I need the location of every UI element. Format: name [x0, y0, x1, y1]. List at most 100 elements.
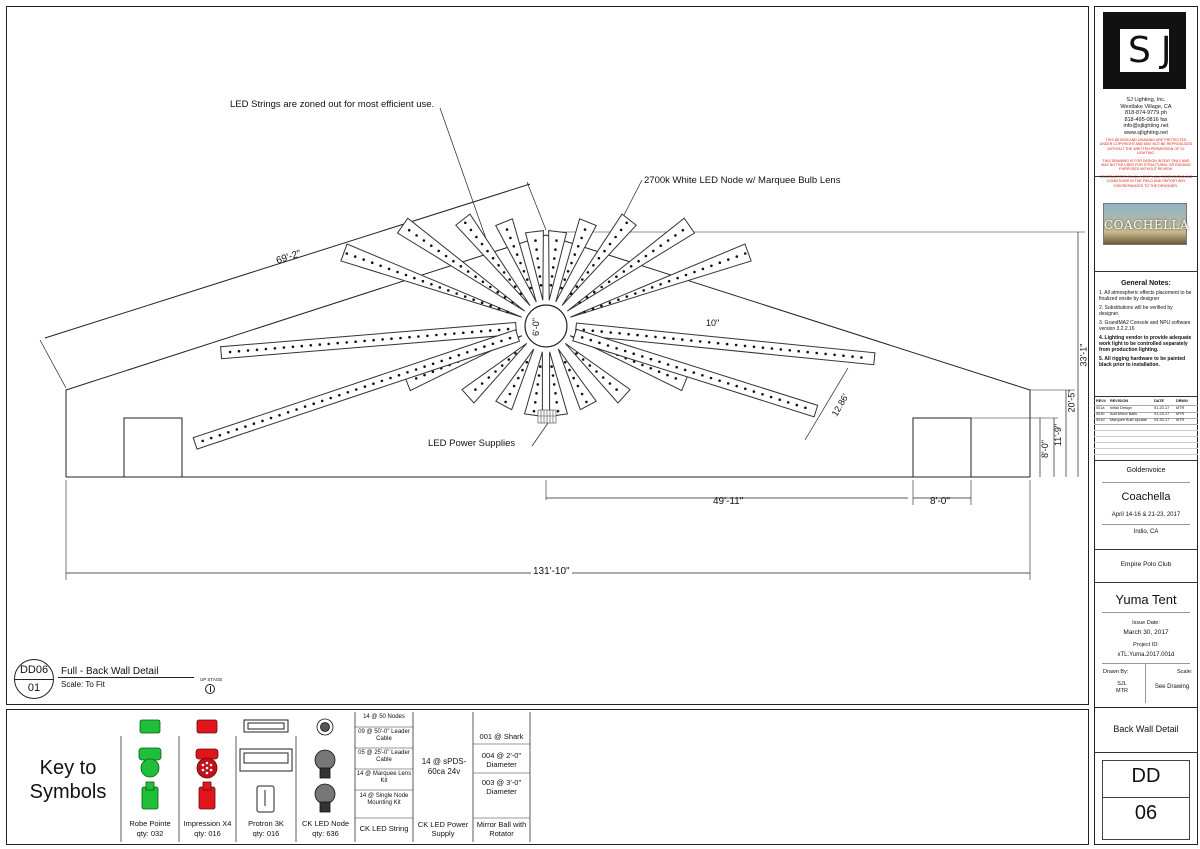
revision-cell: Marquee Bulb Update — [1110, 418, 1147, 422]
revision-cell: 001a — [1096, 406, 1105, 410]
protron-3k-icon — [239, 719, 293, 813]
fixture-qty: qty: 016 — [252, 829, 280, 838]
mirror-ball-label: Mirror Ball with Rotator — [476, 820, 527, 838]
company-line: info@sjlighting.net — [1123, 123, 1169, 129]
producer: Goldenvoice — [1126, 467, 1166, 474]
led-starburst — [192, 213, 876, 450]
event-location: Indio, CA — [1133, 529, 1159, 535]
fixture-name: CK LED Node — [301, 819, 350, 828]
led-string-item: 05 @ 25'-0" Leader Cable — [358, 750, 410, 763]
company-line: 818-495-0816 fax — [1124, 116, 1168, 123]
company-line: www.sjlighting.net — [1124, 129, 1168, 136]
sheet-title: Back Wall Detail — [1113, 724, 1179, 734]
revision-header: REVISION — [1110, 399, 1129, 403]
led-string-item: 09 @ 50'-0" Leader Cable — [358, 729, 410, 742]
title-block-frame — [1094, 6, 1198, 845]
revision-cell: Add Mirror Balls — [1110, 412, 1138, 416]
led-string-item: 14 @ Marquee Lens Kit — [356, 771, 412, 784]
key-frame — [6, 709, 1089, 845]
company-line: SJ Lighting, Inc. — [1126, 97, 1166, 103]
dim-span: 49'-11" — [713, 496, 744, 507]
mirror-ball-item: 004 @ 2'-0" Diameter — [481, 751, 522, 769]
fixture-qty: qty: 016 — [194, 829, 221, 838]
event-name: Coachella — [1121, 491, 1171, 503]
power-supplies — [537, 409, 557, 424]
led-string-item: 14 @ Single Node Mounting Kit — [359, 793, 409, 806]
disclaimer-text: THIS DESIGN AND DRAWING ARE PROTECTED UN… — [1099, 138, 1193, 156]
key-title-1: Key to — [39, 757, 97, 779]
venue: Empire Polo Club — [1120, 561, 1172, 568]
revision-cell: MTR — [1176, 412, 1185, 416]
revision-cell: 01-24-17 — [1154, 412, 1170, 416]
impression-x4-icon — [195, 719, 219, 810]
fixture-name: Robe Pointe — [129, 819, 171, 828]
notes-title: General Notes: — [1121, 280, 1171, 287]
dim-overall: 131'-10" — [531, 566, 572, 577]
issue-label: Issue Date: — [1132, 620, 1160, 626]
revision-header: REV# — [1096, 399, 1106, 403]
revision-cell: Initial Design — [1110, 406, 1132, 410]
general-note: 1. All atmospheric effects placement to … — [1099, 290, 1192, 302]
project-id: xTL.Yuma.2017.001d — [1117, 652, 1175, 658]
drawn-label: Drawn By: — [1103, 669, 1129, 675]
revision-cell: 03-30-17 — [1154, 418, 1170, 422]
issue-date: March 30, 2017 — [1123, 629, 1169, 636]
power-supply-item: 14 @ sPDS-60ca 24v — [421, 757, 467, 776]
general-note: 2. Substitutions will be verified by des… — [1099, 305, 1173, 317]
project-label: Project ID: — [1133, 642, 1159, 648]
mirror-ball-item: 001 @ Shark — [479, 732, 524, 741]
led-string-item: 14 @ 50 Nodes — [363, 714, 405, 720]
ck-led-power-label: CK LED Power Supply — [417, 820, 469, 838]
sj-logo: SJ — [1103, 12, 1186, 89]
event-dates: April 14-16 & 21-23, 2017 — [1111, 512, 1181, 518]
revision-cell: 01-20-17 — [1154, 406, 1170, 410]
ck-led-node-icon — [314, 718, 336, 813]
revision-cell: MTR — [1176, 406, 1185, 410]
general-note: 3. GrandMA2 Console and NPU software ver… — [1099, 320, 1191, 332]
detail-title: Full - Back Wall Detail — [61, 666, 159, 677]
fixture-qty: qty: 636 — [312, 829, 339, 838]
general-note: 4. Lighting vendor to provide adequate w… — [1099, 335, 1192, 353]
ck-led-string-label: CK LED String — [359, 824, 409, 833]
revision-header: DATE — [1154, 399, 1165, 403]
upstage-label: UP STAGE — [200, 677, 223, 682]
company-line: Westlake Village, CA — [1120, 103, 1172, 110]
center-ring — [524, 304, 568, 348]
fixture-name: Protron 3K — [248, 819, 284, 828]
general-notes: 1. All atmospheric effects placement to … — [1099, 290, 1193, 371]
scale-label: Scale: — [1177, 669, 1193, 675]
revision-cell: 001d — [1096, 418, 1105, 422]
upstage-arrow-icon — [205, 684, 215, 694]
annotation-supplies: LED Power Supplies — [428, 438, 516, 449]
disclaimer-text: THIS DRAWING IS FOR DESIGN INTENT ONLY A… — [1101, 158, 1191, 172]
detail-number: 01 — [27, 682, 41, 694]
drawn-by-1: SJL — [1117, 681, 1127, 687]
detail-bubble — [14, 659, 54, 699]
fixture-qty: qty: 032 — [136, 829, 164, 838]
detail-scale: Scale: To Fit — [61, 680, 105, 689]
general-note: 5. All rigging hardware to be painted bl… — [1099, 356, 1186, 368]
key-title-2: Symbols — [29, 781, 107, 803]
coachella-logo: COACHELLA — [1103, 203, 1189, 245]
drawn-by-2: MTR — [1116, 688, 1128, 694]
drawing-frame — [6, 6, 1089, 705]
fixture-name: Impression X4 — [183, 819, 232, 828]
robe-pointe-icon — [138, 719, 162, 810]
detail-code: DD06 — [19, 664, 49, 676]
sheet-number: 06 — [1134, 802, 1158, 824]
dim-door-width: 8'-0" — [930, 496, 950, 507]
annotation-zones: LED Strings are zoned out for most effic… — [230, 99, 435, 110]
stage-name: Yuma Tent — [1115, 592, 1177, 607]
dim-angle: 10" — [706, 318, 720, 328]
sheet-code: DD — [1131, 765, 1161, 787]
scale-value: See Drawing — [1154, 684, 1190, 690]
company-line: 818-874-9779 ph — [1125, 110, 1167, 116]
mirror-ball-item: 003 @ 3'-0" Diameter — [481, 778, 522, 796]
revision-header: DRWN — [1176, 399, 1188, 403]
annotation-node: 2700k White LED Node w/ Marquee Bulb Len… — [644, 175, 841, 186]
revision-cell: 001b — [1096, 412, 1105, 416]
revision-cell: MTR — [1176, 418, 1185, 422]
